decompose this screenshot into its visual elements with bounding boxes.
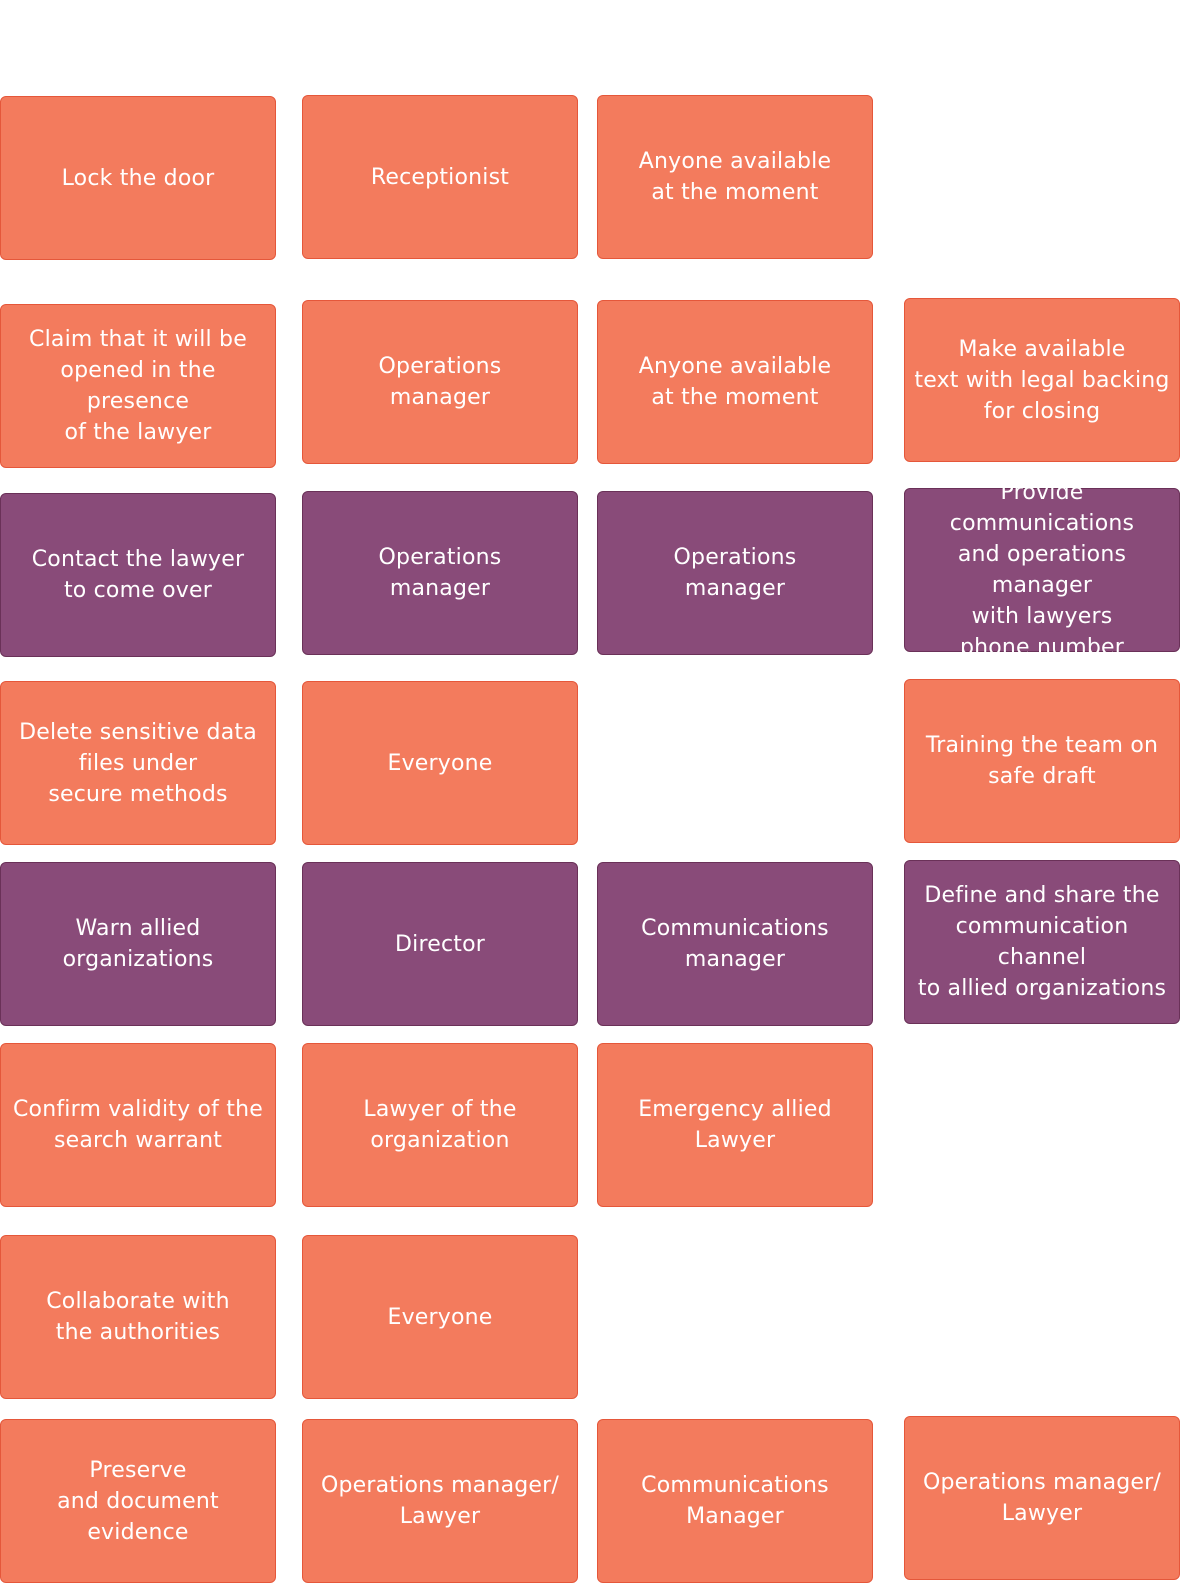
card-responsible-lawyer-organization: Lawyer of the organization [302, 1043, 578, 1207]
card-action-warn-allied: Warn allied organizations [0, 862, 276, 1026]
card-prevention-operations-lawyer: Operations manager/ Lawyer [904, 1416, 1180, 1580]
card-responsible-everyone: Everyone [302, 1235, 578, 1399]
card-prevention-lawyer-phone: Provide communications and operations ma… [904, 480, 1180, 660]
card-prevention-training: Training the team on safe draft [904, 679, 1180, 843]
card-action-confirm-warrant: Confirm validity of the search warrant [0, 1043, 276, 1207]
card-prevention-communication-channel: Define and share the communication chann… [904, 860, 1180, 1024]
card-action-preserve-evidence: Preserve and document evidence [0, 1419, 276, 1583]
card-responsible-receptionist: Receptionist [302, 95, 578, 259]
card-responsible-operations-manager: Operations manager [302, 300, 578, 464]
card-responsible-operations-manager: Operations manager [302, 491, 578, 655]
card-backup-communications-manager: Communications Manager [597, 1419, 873, 1583]
card-backup-operations-manager: Operations manager [597, 491, 873, 655]
card-backup-anyone: Anyone available at the moment [597, 95, 873, 259]
card-responsible-everyone: Everyone [302, 681, 578, 845]
card-prevention-legal-text: Make available text with legal backing f… [904, 298, 1180, 462]
card-responsible-operations-lawyer: Operations manager/ Lawyer [302, 1419, 578, 1583]
card-backup-communications-manager: Communications manager [597, 862, 873, 1026]
card-action-contact-lawyer: Contact the lawyer to come over [0, 493, 276, 657]
card-responsible-director: Director [302, 862, 578, 1026]
card-backup-anyone: Anyone available at the moment [597, 300, 873, 464]
card-action-lock-door: Lock the door [0, 96, 276, 260]
card-action-claim-presence-lawyer: Claim that it will be opened in the pres… [0, 304, 276, 468]
card-action-delete-sensitive-data: Delete sensitive data files under secure… [0, 681, 276, 845]
card-action-collaborate-authorities: Collaborate with the authorities [0, 1235, 276, 1399]
card-backup-emergency-lawyer: Emergency allied Lawyer [597, 1043, 873, 1207]
